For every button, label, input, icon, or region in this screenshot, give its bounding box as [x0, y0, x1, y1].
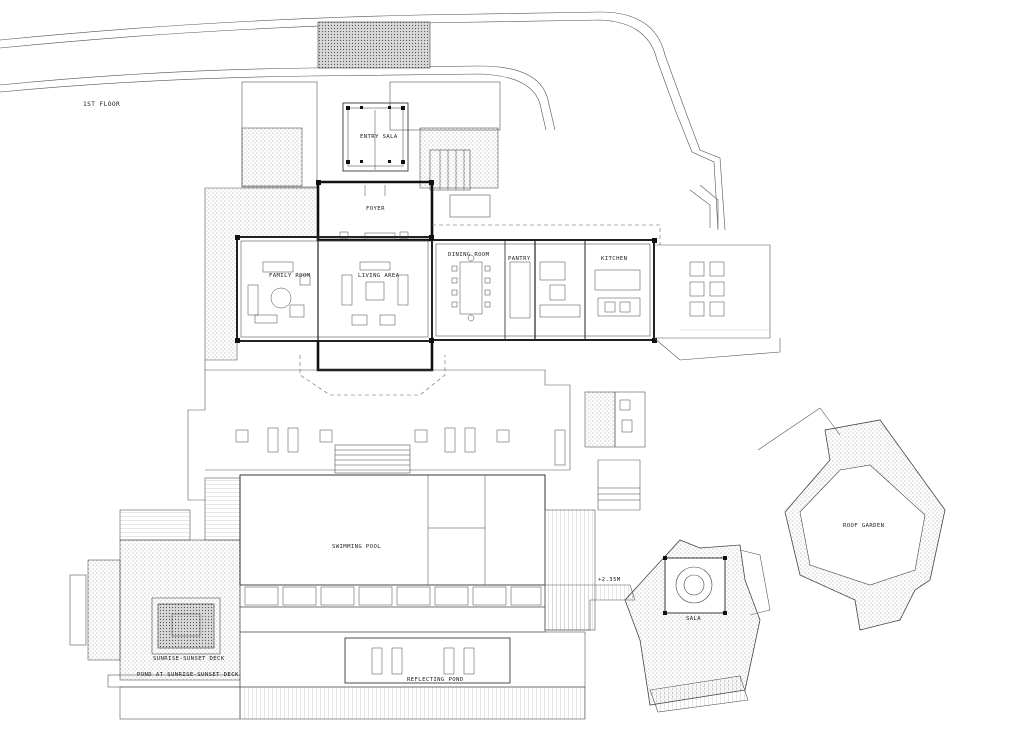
label-living-area: LIVING AREA — [358, 273, 400, 279]
entry-sala — [342, 102, 409, 172]
label-swimming-pool: SWIMMING POOL — [332, 544, 381, 550]
main-house — [235, 180, 661, 396]
label-entry-sala: ENTRY SALA — [360, 134, 398, 140]
reflecting-pond-area — [119, 631, 586, 720]
label-roof-garden: ROOF GARDEN — [843, 523, 884, 529]
sala-pavilion — [624, 539, 771, 713]
plan-title: 1ST FLOOR — [83, 101, 120, 108]
east-service — [584, 391, 646, 511]
north-wing — [241, 81, 501, 218]
swimming-pool-area — [239, 474, 546, 633]
label-sunrise-sunset-deck: SUNRISE-SUNSET DECK — [153, 656, 225, 662]
roof-garden — [757, 407, 946, 631]
label-foyer: FOYER — [366, 206, 385, 212]
central-terrace — [205, 369, 571, 474]
sala-walkway — [544, 584, 636, 631]
east-terrace — [653, 244, 781, 361]
label-kitchen: KITCHEN — [601, 256, 627, 262]
living-area-furniture — [341, 261, 409, 326]
dining-furniture — [451, 254, 491, 322]
kitchen-fixtures — [509, 261, 641, 319]
label-family-room: FAMILY ROOM — [269, 273, 311, 279]
label-reflecting-pond: REFLECTING POND — [407, 677, 464, 683]
label-pond-at-deck: POND AT SUNRISE-SUNSET DECK — [137, 672, 239, 678]
label-level-mark: +2.35M — [598, 577, 621, 583]
entry-paving — [317, 21, 431, 69]
label-dining-room: DINING ROOM — [448, 252, 490, 258]
foyer-furniture — [339, 185, 409, 240]
label-pantry: PANTRY — [508, 256, 531, 262]
west-deck — [69, 477, 241, 688]
label-sala: SALA — [686, 616, 701, 622]
family-room-furniture — [247, 261, 311, 324]
site-driveway — [0, 11, 726, 231]
